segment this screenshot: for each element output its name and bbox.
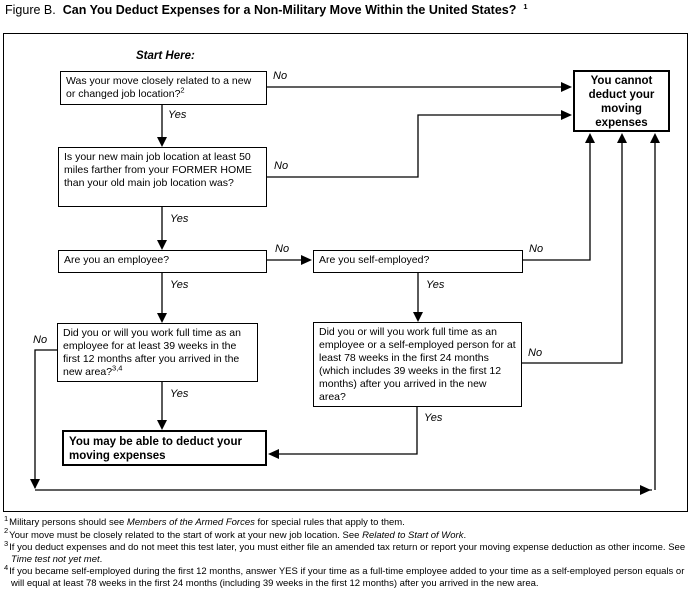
- figure-title-prefix: Figure B.: [5, 3, 56, 17]
- question-box-self-employed: Are you self-employed?: [313, 250, 523, 273]
- footnote-number: 1: [4, 513, 9, 523]
- footnote-4: 4If you became self-employed during the …: [4, 562, 694, 589]
- question-box-78-weeks: Did you or will you work full time as an…: [313, 322, 522, 407]
- result-text: You may be able to deduct your moving ex…: [69, 436, 242, 462]
- arrowhead: [30, 479, 40, 489]
- arrowhead: [561, 110, 572, 120]
- label-no-q1: No: [273, 70, 288, 82]
- footnote-text-italic: Related to Start of Work: [362, 529, 464, 541]
- label-yes-q2: Yes: [170, 213, 189, 225]
- result-box-may-deduct: You may be able to deduct your moving ex…: [62, 430, 267, 466]
- label-yes-q1: Yes: [168, 109, 187, 121]
- arrowhead: [157, 420, 167, 430]
- label-no-q4: No: [529, 243, 544, 255]
- label-yes-q4: Yes: [426, 279, 445, 291]
- result-box-cannot-deduct: You cannot deduct your moving expenses: [573, 70, 670, 132]
- label-yes-q3: Yes: [170, 279, 189, 291]
- arrowhead: [157, 240, 167, 250]
- footnote-text: for special rules that apply to them.: [254, 517, 405, 528]
- arrowhead: [650, 133, 660, 143]
- result-text: You cannot deduct your moving expenses: [588, 75, 655, 129]
- start-here-label: Start Here:: [136, 50, 195, 62]
- footnote-3: 3If you deduct expenses and do not meet …: [4, 538, 694, 565]
- question-text: Was your move closely related to a new o…: [66, 75, 252, 100]
- footnote-1: 1Military persons should see Members of …: [4, 513, 694, 529]
- connector-q4-no: [523, 135, 591, 261]
- question-box-39-weeks: Did you or will you work full time as an…: [57, 323, 258, 382]
- question-text: Did you or will you work full time as an…: [319, 326, 516, 403]
- arrowhead: [157, 137, 167, 147]
- flowchart-border: [3, 33, 688, 512]
- footnote-text: Military persons should see: [9, 517, 127, 528]
- footnote-2: 2Your move must be closely related to th…: [4, 527, 694, 542]
- question-text: Are you self-employed?: [319, 254, 430, 266]
- question-box-job-location: Was your move closely related to a new o…: [60, 71, 267, 105]
- arrowhead: [413, 312, 423, 322]
- arrowhead: [157, 313, 167, 323]
- label-yes-q6: Yes: [424, 412, 443, 424]
- arrowhead: [617, 133, 627, 143]
- arrowhead: [301, 255, 312, 265]
- footnote-text: .: [463, 529, 467, 541]
- footnote-text: Your move must be closely related to the…: [9, 529, 363, 541]
- connector-q6-yes: [270, 407, 418, 455]
- footnote-ref: 3,4: [112, 363, 123, 373]
- footnote-text-italic: Members of the Armed Forces: [126, 517, 255, 528]
- question-text: Did you or will you work full time as an…: [63, 327, 241, 378]
- footnote-text: If you became self-employed during the f…: [9, 566, 685, 589]
- arrowhead: [640, 485, 651, 495]
- footnote-text-italic: Time test not yet met: [11, 553, 100, 565]
- label-yes-q5: Yes: [170, 388, 189, 400]
- arrowhead: [268, 449, 279, 459]
- question-box-50-miles: Is your new main job location at least 5…: [58, 147, 267, 207]
- connector-q2-no: [267, 114, 570, 178]
- question-text: Is your new main job location at least 5…: [64, 151, 252, 189]
- arrowhead: [561, 82, 572, 92]
- footnotes: 1Military persons should see Members of …: [4, 513, 694, 590]
- label-no-q6: No: [528, 347, 543, 359]
- connector-q6-no: [522, 135, 623, 364]
- label-no-q5: No: [33, 334, 48, 346]
- connector-q5-no: [34, 135, 656, 491]
- figure-title-footnote-ref: 1: [523, 1, 528, 11]
- footnote-number: 2: [4, 526, 9, 536]
- label-no-q3: No: [275, 243, 290, 255]
- question-text: Are you an employee?: [64, 254, 170, 266]
- footnote-number: 4: [4, 562, 9, 572]
- arrowhead: [585, 133, 595, 143]
- footnote-number: 3: [4, 538, 9, 548]
- label-no-q2: No: [274, 160, 289, 172]
- question-box-employee: Are you an employee?: [58, 250, 267, 273]
- footnote-text: If you deduct expenses and do not meet t…: [9, 542, 686, 553]
- footnote-text: .: [99, 553, 103, 565]
- figure-title-main: Can You Deduct Expenses for a Non-Milita…: [62, 3, 517, 17]
- figure-title: Figure B. Can You Deduct Expenses for a N…: [5, 3, 528, 17]
- footnote-ref: 2: [180, 85, 185, 95]
